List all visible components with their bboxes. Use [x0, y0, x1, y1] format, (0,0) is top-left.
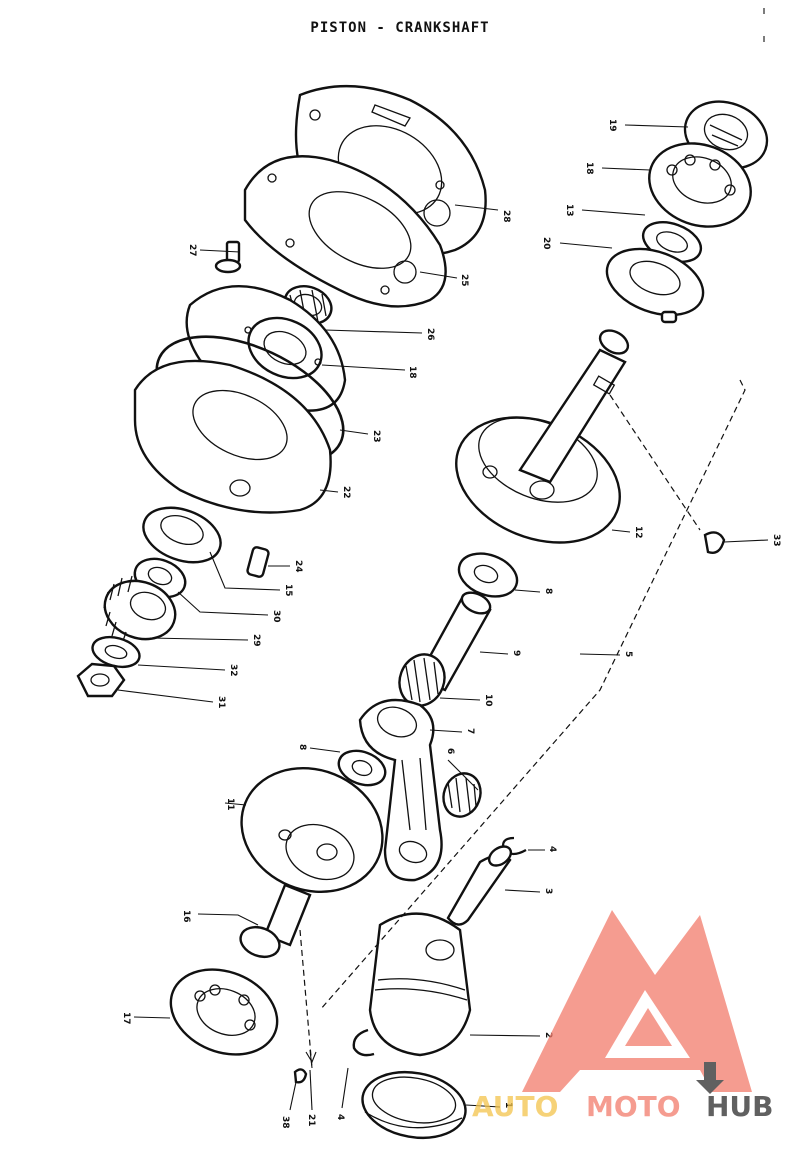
crankshaft-half-right	[455, 329, 630, 544]
callout-numbers: 28 25 27 26 18 23 22 24 15 30 29 32 31 1…	[121, 119, 781, 1129]
callout-19: 19	[607, 119, 617, 132]
bolt	[214, 240, 242, 274]
bearing-retainer	[605, 247, 705, 324]
circlip-bottom	[352, 1028, 375, 1057]
spacer-ring	[142, 506, 222, 564]
callout-24: 24	[293, 560, 303, 573]
callout-10: 10	[483, 694, 493, 707]
callout-30: 30	[271, 610, 281, 623]
callout-8-left: 8	[297, 744, 307, 750]
bearing-housing	[133, 359, 332, 514]
callout-26: 26	[425, 328, 435, 341]
ball-bearing-right	[648, 142, 752, 228]
callout-5: 5	[623, 651, 633, 657]
callout-16: 16	[181, 910, 191, 923]
callout-29: 29	[251, 634, 261, 647]
primary-drive-gear	[103, 575, 177, 645]
callout-13: 13	[564, 204, 574, 217]
callout-20: 20	[541, 237, 551, 250]
piston-pin	[446, 845, 513, 926]
callout-12: 12	[633, 526, 643, 539]
connecting-rod	[358, 698, 443, 882]
ball-bearing-left	[169, 968, 279, 1056]
assembly-line-left	[299, 929, 313, 1069]
callout-27: 27	[187, 244, 197, 257]
callout-15: 15	[283, 584, 293, 597]
assembly-line-main	[319, 379, 746, 1011]
woodruff-key	[703, 531, 726, 554]
dowel-pin	[246, 546, 270, 578]
small-key	[293, 1068, 308, 1084]
callout-4-clip: 4	[547, 846, 557, 852]
callout-1: 1	[503, 1102, 513, 1108]
callout-22: 22	[341, 486, 351, 499]
assembly-line-key	[609, 394, 701, 531]
watermark-logo-shape	[522, 910, 752, 1092]
left-crankshaft-journal	[239, 883, 312, 959]
crankshaft-half-left	[240, 766, 384, 894]
callout-21: 21	[306, 1114, 316, 1127]
watermark-brand-moto: MOTO	[586, 1090, 681, 1123]
callout-17: 17	[121, 1012, 131, 1025]
callout-3: 3	[543, 888, 553, 894]
small-end-bearing	[442, 772, 482, 818]
hex-nut	[76, 662, 126, 698]
callout-6: 6	[445, 748, 455, 754]
crank-pin-washer	[457, 552, 519, 598]
callout-11: 11	[225, 798, 235, 811]
callout-18-right: 18	[584, 162, 594, 175]
callout-28-top: 28	[501, 210, 511, 223]
callout-2: 2	[543, 1032, 553, 1038]
callout-23: 23	[371, 430, 381, 443]
automotohub-watermark: AUTO MOTO HUB	[472, 910, 774, 1123]
assembly-arrow	[305, 1049, 317, 1069]
callout-8-washer: 8	[543, 588, 553, 594]
piston	[368, 912, 472, 1057]
callout-33: 33	[771, 534, 781, 547]
callout-18-left: 18	[407, 366, 417, 379]
diagram-title: PISTON - CRANKSHAFT	[310, 20, 490, 36]
callout-32: 32	[228, 664, 238, 677]
callout-25: 25	[459, 274, 469, 287]
callout-9: 9	[511, 650, 521, 656]
download-arrow-icon	[696, 1062, 724, 1094]
crank-washer-left	[337, 749, 387, 787]
callout-7: 7	[465, 728, 475, 734]
callout-31: 31	[216, 696, 226, 709]
callout-4-bottom: 4	[335, 1114, 345, 1120]
watermark-brand-hub: HUB	[706, 1090, 774, 1123]
callout-38: 38	[280, 1116, 290, 1129]
leader-lines	[117, 124, 769, 1111]
watermark-brand-auto: AUTO	[472, 1090, 558, 1123]
piston-rings	[361, 1071, 467, 1139]
